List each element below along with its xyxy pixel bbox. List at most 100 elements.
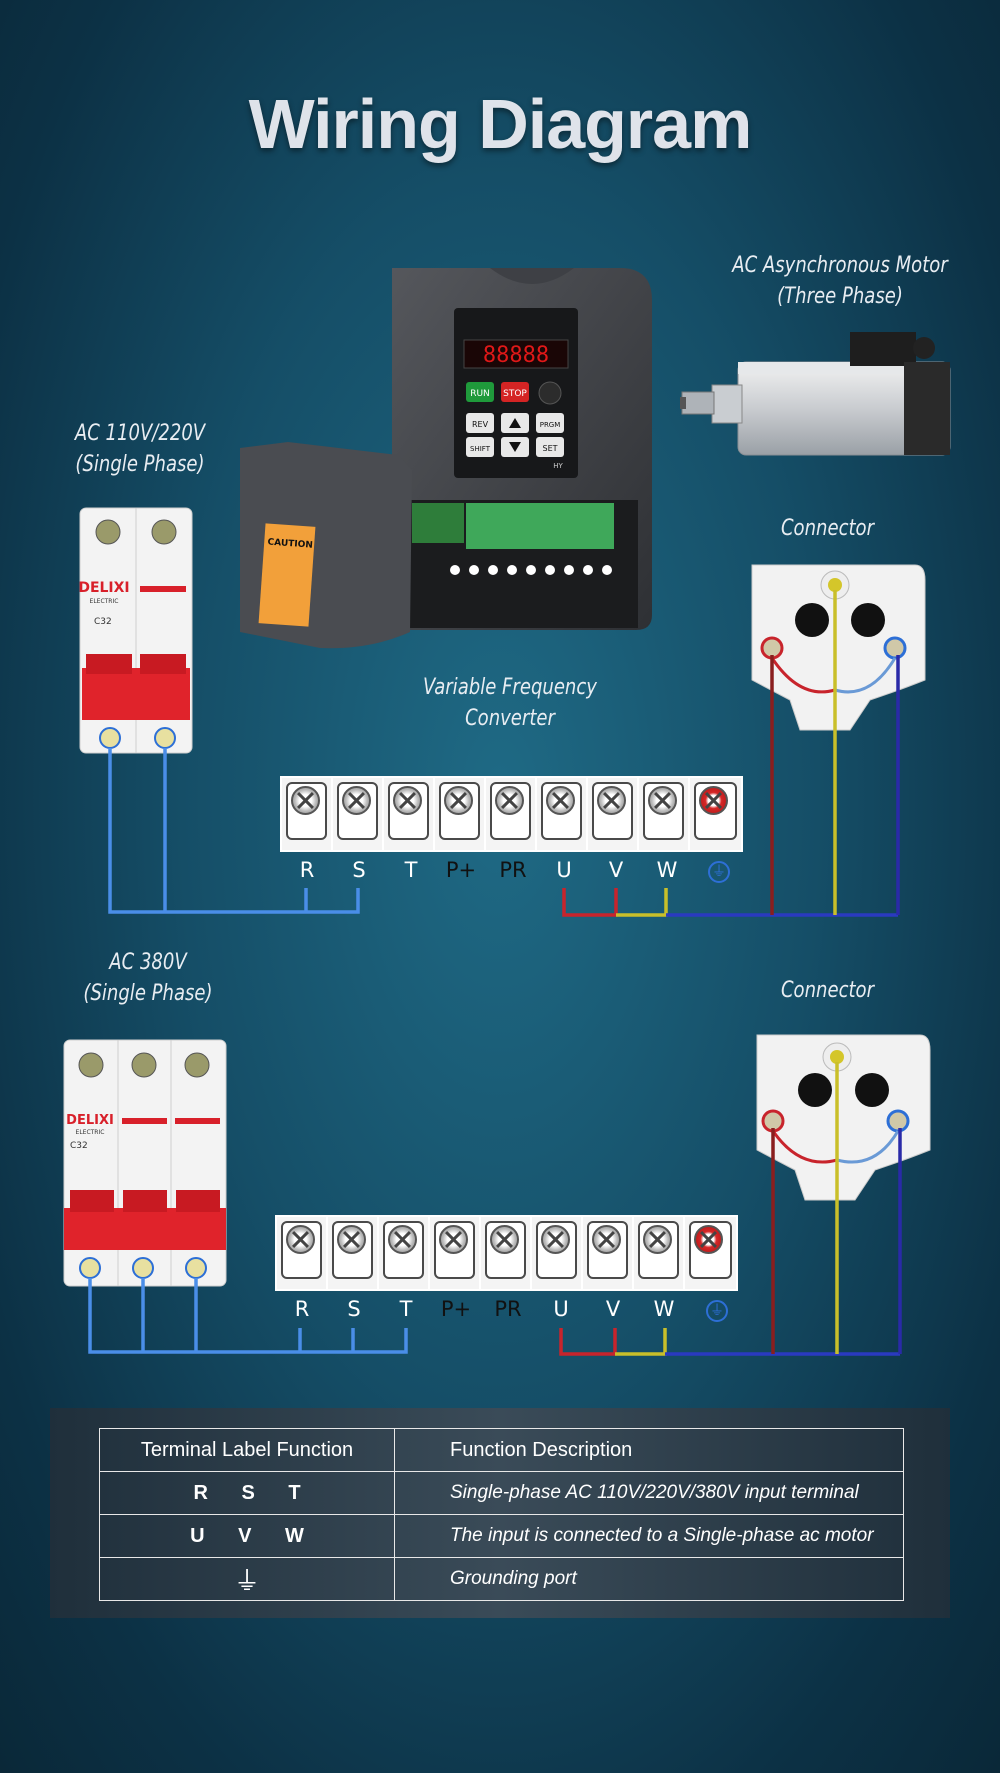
converter-label-line2: Converter	[465, 706, 555, 731]
vfd-brand: HY	[553, 462, 563, 470]
function-table: Terminal Label Function Function Descrip…	[99, 1428, 904, 1601]
vfd-rev-button[interactable]	[466, 413, 494, 433]
wires-bottom	[88, 1062, 902, 1356]
vfd-run-button[interactable]	[466, 382, 494, 402]
terminal-label-w: W	[653, 1297, 675, 1321]
vfd-stop-button[interactable]	[501, 382, 529, 402]
three-supply-line1: AC 380V	[109, 950, 187, 975]
terminal-t[interactable]	[384, 778, 435, 850]
single-supply-line2: (Single Phase)	[75, 452, 205, 477]
terminal-v[interactable]	[583, 1217, 634, 1289]
table-row: U V W The input is connected to a Single…	[99, 1514, 904, 1558]
converter-label-line1: Variable Frequency	[423, 675, 597, 700]
terminal-strip-bottom	[275, 1215, 738, 1291]
three-supply-line2: (Single Phase)	[83, 981, 213, 1006]
table-row: ⏚ Grounding port	[99, 1557, 904, 1601]
terminal-u[interactable]	[537, 778, 588, 850]
connector-top	[751, 564, 926, 731]
vfd-set-label: SET	[542, 444, 557, 453]
terminal-strip-top	[280, 776, 743, 852]
breaker-2pole-brand: DELIXI	[78, 580, 129, 596]
table-row: R S T Single-phase AC 110V/220V/380V inp…	[99, 1471, 904, 1515]
vfd-stop-label: STOP	[503, 389, 527, 399]
terminal-t[interactable]	[379, 1217, 430, 1289]
terminal-label-p-plus: P+	[445, 858, 477, 882]
terminal-label-t: T	[404, 858, 418, 882]
terminal-label-p-plus: P+	[440, 1297, 472, 1321]
terminal-label-pr: PR	[499, 858, 527, 882]
ground-icon	[706, 1300, 728, 1322]
terminal-label-pr: PR	[494, 1297, 522, 1321]
page-title: Wiring Diagram	[248, 85, 753, 163]
connector-bottom	[756, 1034, 931, 1201]
table-cell-label: R S T	[99, 1471, 395, 1515]
table-cell-label: U V W	[99, 1514, 395, 1558]
terminal-w[interactable]	[639, 778, 690, 850]
terminal-p-plus[interactable]	[435, 778, 486, 850]
terminal-label-u: U	[553, 1297, 569, 1321]
arrow-up-icon	[509, 418, 521, 428]
terminal-r[interactable]	[277, 1217, 328, 1289]
single-supply-line1: AC 110V/220V	[74, 421, 206, 446]
connector-label-bottom: Connector	[780, 978, 875, 1003]
vfd-run-label: RUN	[470, 389, 490, 399]
table-cell-ground-icon: ⏚	[99, 1557, 395, 1601]
breaker-2pole-model: C32	[94, 617, 112, 627]
vfd-rev-label: REV	[472, 420, 489, 429]
table-cell-desc: Grounding port	[394, 1557, 904, 1601]
breaker-3pole-sub: ELECTRIC	[76, 1129, 105, 1136]
terminal-label-w: W	[656, 858, 678, 882]
terminal-label-r: R	[299, 858, 315, 882]
table-cell-desc: The input is connected to a Single-phase…	[394, 1514, 904, 1558]
vfd-shift-button[interactable]	[466, 437, 494, 457]
vfd-unit: 88888 RUN STOP REV PRGM SHIFT SET HY CAU…	[240, 268, 652, 649]
terminal-pr[interactable]	[486, 778, 537, 850]
table-header-desc: Function Description	[394, 1428, 904, 1472]
vfd-knob[interactable]	[538, 381, 562, 405]
connector-label-top: Connector	[780, 516, 875, 541]
converter-label: Variable Frequency Converter	[420, 672, 600, 734]
table-header-row: Terminal Label Function Function Descrip…	[99, 1428, 904, 1472]
terminal-ground[interactable]	[685, 1217, 736, 1289]
terminal-u[interactable]	[532, 1217, 583, 1289]
function-table-panel: Terminal Label Function Function Descrip…	[50, 1408, 950, 1618]
terminal-ground[interactable]	[690, 778, 741, 850]
terminal-label-t: T	[399, 1297, 413, 1321]
terminal-s[interactable]	[333, 778, 384, 850]
motor-label: AC Asynchronous Motor (Three Phase)	[725, 250, 955, 312]
table-header-label: Terminal Label Function	[99, 1428, 395, 1472]
motor-label-line1: AC Asynchronous Motor	[732, 253, 948, 278]
terminal-label-u: U	[556, 858, 572, 882]
vfd-shift-label: SHIFT	[470, 445, 491, 453]
terminal-label-v: V	[608, 858, 624, 882]
vfd-display: 88888	[483, 343, 549, 368]
terminal-label-s: S	[352, 858, 366, 882]
vfd-set-button[interactable]	[536, 437, 564, 457]
terminal-label-r: R	[294, 1297, 310, 1321]
motor	[680, 332, 951, 456]
terminal-r[interactable]	[282, 778, 333, 850]
arrow-down-icon	[509, 442, 521, 452]
terminal-s[interactable]	[328, 1217, 379, 1289]
ground-icon	[708, 861, 730, 883]
breaker-2pole-sub: ELECTRIC	[90, 598, 119, 605]
terminal-label-v: V	[605, 1297, 621, 1321]
single-phase-supply-label: AC 110V/220V (Single Phase)	[58, 418, 222, 480]
breaker-3pole-brand: DELIXI	[66, 1113, 114, 1128]
breaker-3pole: DELIXI ELECTRIC C32	[63, 1039, 227, 1287]
terminal-pr[interactable]	[481, 1217, 532, 1289]
terminal-label-s: S	[347, 1297, 361, 1321]
terminal-v[interactable]	[588, 778, 639, 850]
breaker-3pole-model: C32	[70, 1141, 88, 1151]
terminal-p-plus[interactable]	[430, 1217, 481, 1289]
breaker-2pole: DELIXI ELECTRIC C32	[78, 507, 193, 754]
wires-top	[108, 590, 900, 917]
vfd-prgm-label: PRGM	[540, 421, 561, 429]
terminal-w[interactable]	[634, 1217, 685, 1289]
vfd-prgm-button[interactable]	[536, 413, 564, 433]
motor-label-line2: (Three Phase)	[777, 284, 903, 309]
table-cell-desc: Single-phase AC 110V/220V/380V input ter…	[394, 1471, 904, 1515]
three-phase-supply-label: AC 380V (Single Phase)	[66, 947, 230, 1009]
vfd-caution-label: CAUTION	[267, 538, 313, 551]
